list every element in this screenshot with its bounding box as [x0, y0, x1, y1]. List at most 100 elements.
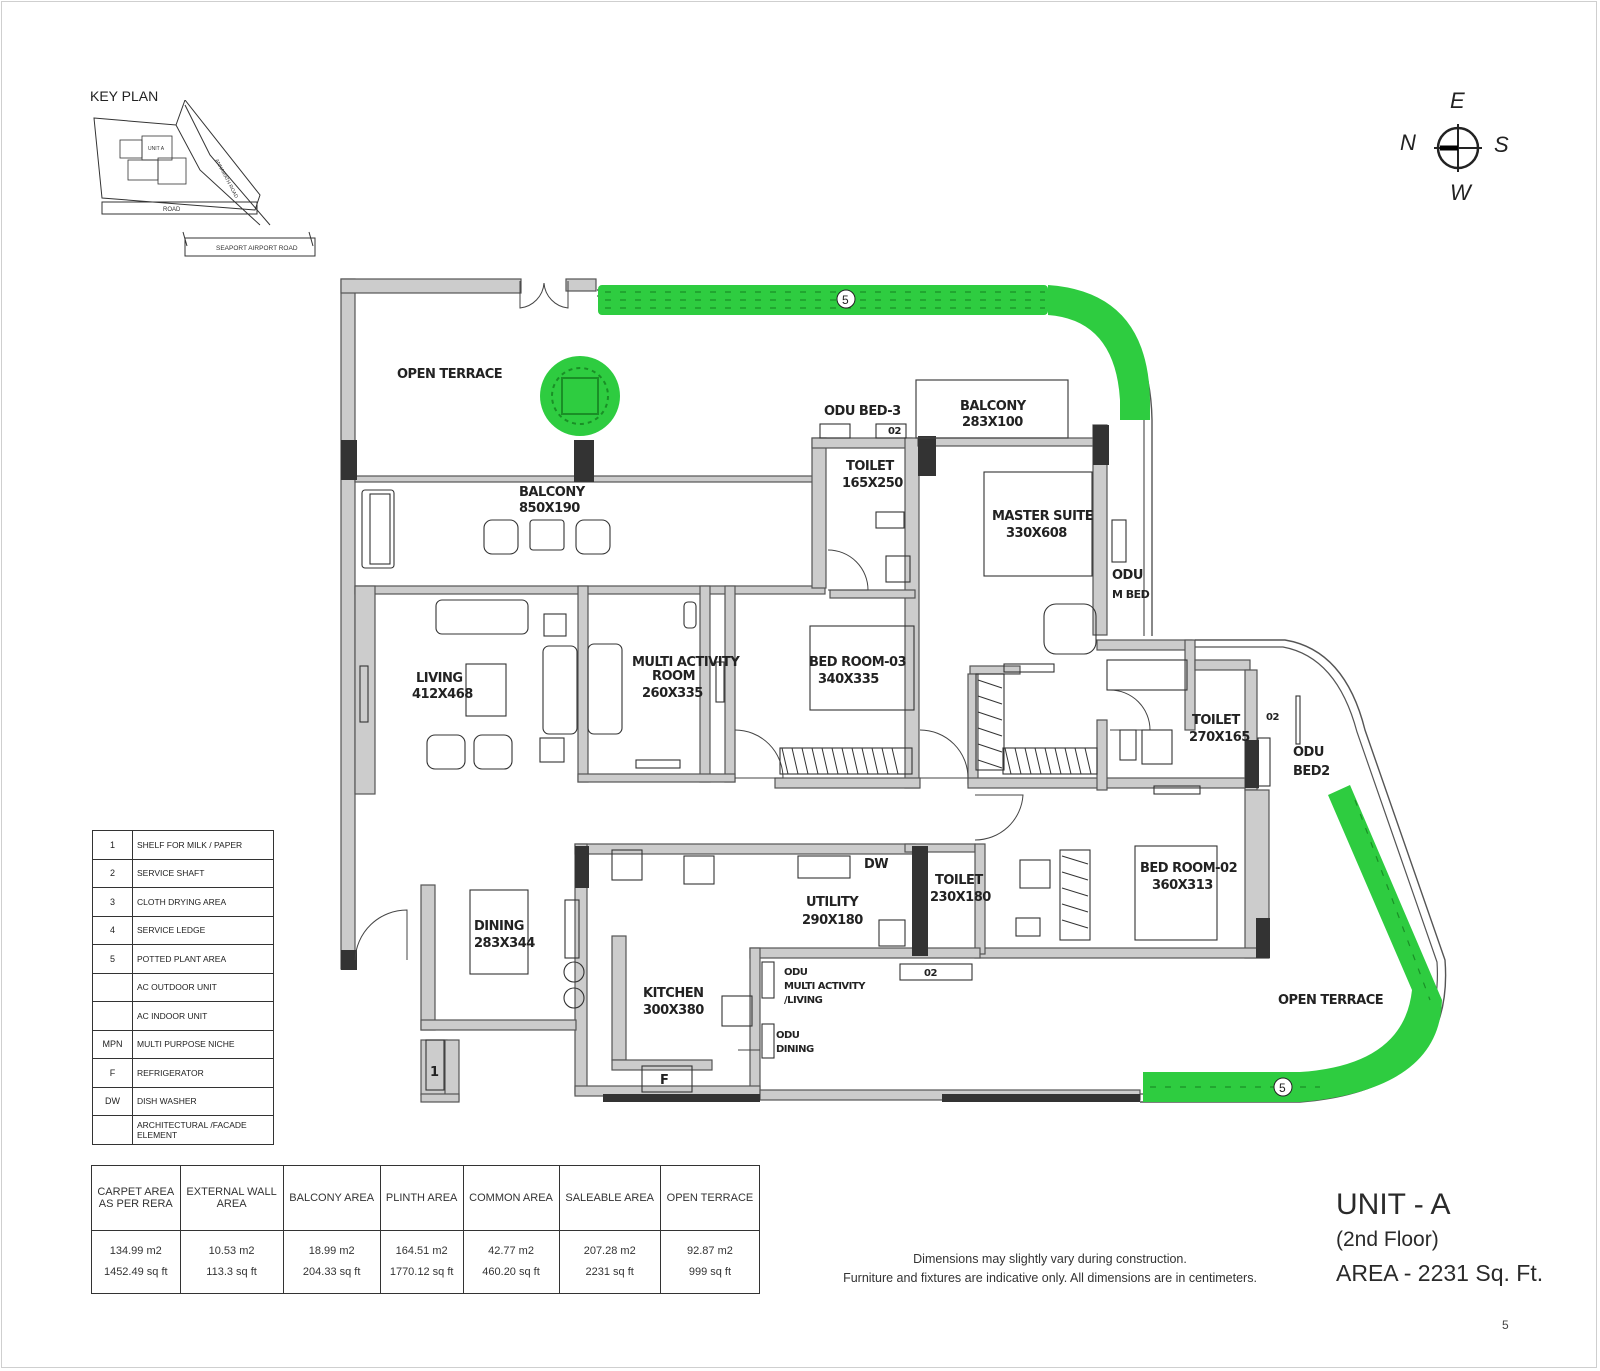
key-plan-road-label: ROAD [163, 207, 181, 213]
label-open-terrace-top: OPEN TERRACE [397, 367, 502, 382]
plant-strip-right [1143, 785, 1442, 1102]
label-shelf: 1 [430, 1065, 439, 1080]
legend-label: ARCHITECTURAL /FACADE ELEMENT [132, 1115, 274, 1145]
label-odu-multi-2: MULTI ACTIVITY [784, 981, 866, 992]
legend-symbol: 4 [92, 915, 133, 945]
label-living-size: 412X468 [412, 687, 473, 702]
label-odu-mbed-2: M BED [1112, 588, 1150, 601]
label-open-terrace-right: OPEN TERRACE [1278, 993, 1383, 1008]
legend-symbol: DW [92, 1086, 133, 1116]
label-balcony-master: BALCONY [960, 399, 1027, 414]
columns [341, 425, 1270, 1102]
disclaimer-line-2: Furniture and fixtures are indicative on… [843, 1271, 1257, 1285]
legend-label: CLOTH DRYING AREA [132, 887, 274, 917]
legend-label: MULTI PURPOSE NICHE [132, 1029, 274, 1059]
compass-north: N [1400, 130, 1416, 155]
label-odu-multi-3: /LIVING [784, 995, 823, 1006]
legend-symbol [92, 1001, 133, 1031]
label-master-suite: MASTER SUITE [992, 509, 1093, 524]
label-shaft-02b: 02 [1266, 712, 1279, 723]
label-odu-bed2-1: ODU [1293, 745, 1324, 760]
label-dining: DINING [474, 919, 524, 934]
legend-label: SHELF FOR MILK / PAPER [132, 830, 274, 860]
legend-symbol: 2 [92, 858, 133, 888]
room-labels: OPEN TERRACE BALCONY 850X190 BALCONY 283… [397, 367, 1384, 1088]
page-number: 5 [1502, 1318, 1509, 1332]
label-dining-size: 283X344 [474, 936, 535, 951]
legend-label: DISH WASHER [132, 1086, 274, 1116]
legend-label: AC INDOOR UNIT [132, 1001, 274, 1031]
label-dw: DW [864, 857, 888, 872]
label-balcony-main-size: 850X190 [519, 501, 580, 516]
legend-label: REFRIGERATOR [132, 1058, 274, 1088]
wardrobe-hatching [781, 679, 1092, 929]
label-toilet-2-size: 270X165 [1189, 730, 1250, 745]
disclaimer-line-1: Dimensions may slightly vary during cons… [913, 1252, 1187, 1266]
label-utility-size: 290X180 [802, 913, 863, 928]
label-bed-room-03-size: 340X335 [818, 672, 879, 687]
header-balcony: BALCONY AREA [282, 1165, 381, 1231]
label-toilet-3: TOILET [935, 873, 983, 888]
header-open-terrace: OPEN TERRACE [659, 1165, 761, 1231]
label-odu-dining-1: ODU [776, 1030, 800, 1041]
header-common: COMMON AREA [462, 1165, 560, 1231]
svg-text:5: 5 [1279, 1081, 1286, 1095]
header-saleable: SALEABLE AREA [558, 1165, 661, 1231]
plant-texture [605, 291, 1431, 1088]
legend-label: SERVICE SHAFT [132, 858, 274, 888]
legend-symbol: 3 [92, 887, 133, 917]
label-master-suite-size: 330X608 [1006, 526, 1067, 541]
legend-row: ARCHITECTURAL /FACADE ELEMENT [92, 1115, 274, 1145]
label-kitchen: KITCHEN [643, 986, 703, 1001]
compass-east: E [1450, 88, 1465, 113]
label-balcony-master-size: 283X100 [962, 415, 1023, 430]
label-bed-room-02: BED ROOM-02 [1140, 861, 1237, 876]
label-fridge: F [660, 1073, 668, 1088]
unit-area: AREA - 2231 Sq. Ft. [1336, 1260, 1544, 1286]
door-swings [354, 281, 1151, 1051]
label-shaft-02c: 02 [924, 968, 937, 979]
key-plan-highway-label: SEAPORT AIRPORT ROAD [216, 245, 298, 252]
label-kitchen-size: 300X380 [643, 1003, 704, 1018]
label-toilet-1-size: 165X250 [842, 476, 903, 491]
label-toilet-2: TOILET [1192, 713, 1240, 728]
legend-row: AC INDOOR UNIT [92, 1001, 274, 1031]
legend-row: AC OUTDOOR UNIT [92, 972, 274, 1002]
unit-title: UNIT - A [1336, 1188, 1451, 1221]
label-odu-multi-1: ODU [784, 967, 808, 978]
label-balcony-main: BALCONY [519, 485, 586, 500]
key-plan-map: UNIT A ROAD ANNAMATH ROAD SEAPORT AIRPOR… [93, 100, 316, 257]
walls [340, 278, 1270, 1103]
furniture [359, 423, 1301, 1093]
legend-label: SERVICE LEDGE [132, 915, 274, 945]
label-utility: UTILITY [806, 895, 859, 910]
unit-floor: (2nd Floor) [1336, 1228, 1439, 1251]
label-odu-dining-2: DINING [776, 1044, 814, 1055]
label-odu-bed2-2: BED2 [1293, 764, 1330, 779]
plant-strip-top [598, 285, 1150, 420]
label-shaft-02a: 02 [888, 426, 901, 437]
legend-label: POTTED PLANT AREA [132, 944, 274, 974]
label-multi-activity-size: 260X335 [642, 686, 703, 701]
legend-symbol: MPN [92, 1029, 133, 1059]
tree-icon [540, 356, 620, 436]
potted-plant-markers: 5 5 [836, 289, 1293, 1097]
label-odu-bed3: ODU BED-3 [824, 404, 901, 419]
legend-symbol [92, 972, 133, 1002]
